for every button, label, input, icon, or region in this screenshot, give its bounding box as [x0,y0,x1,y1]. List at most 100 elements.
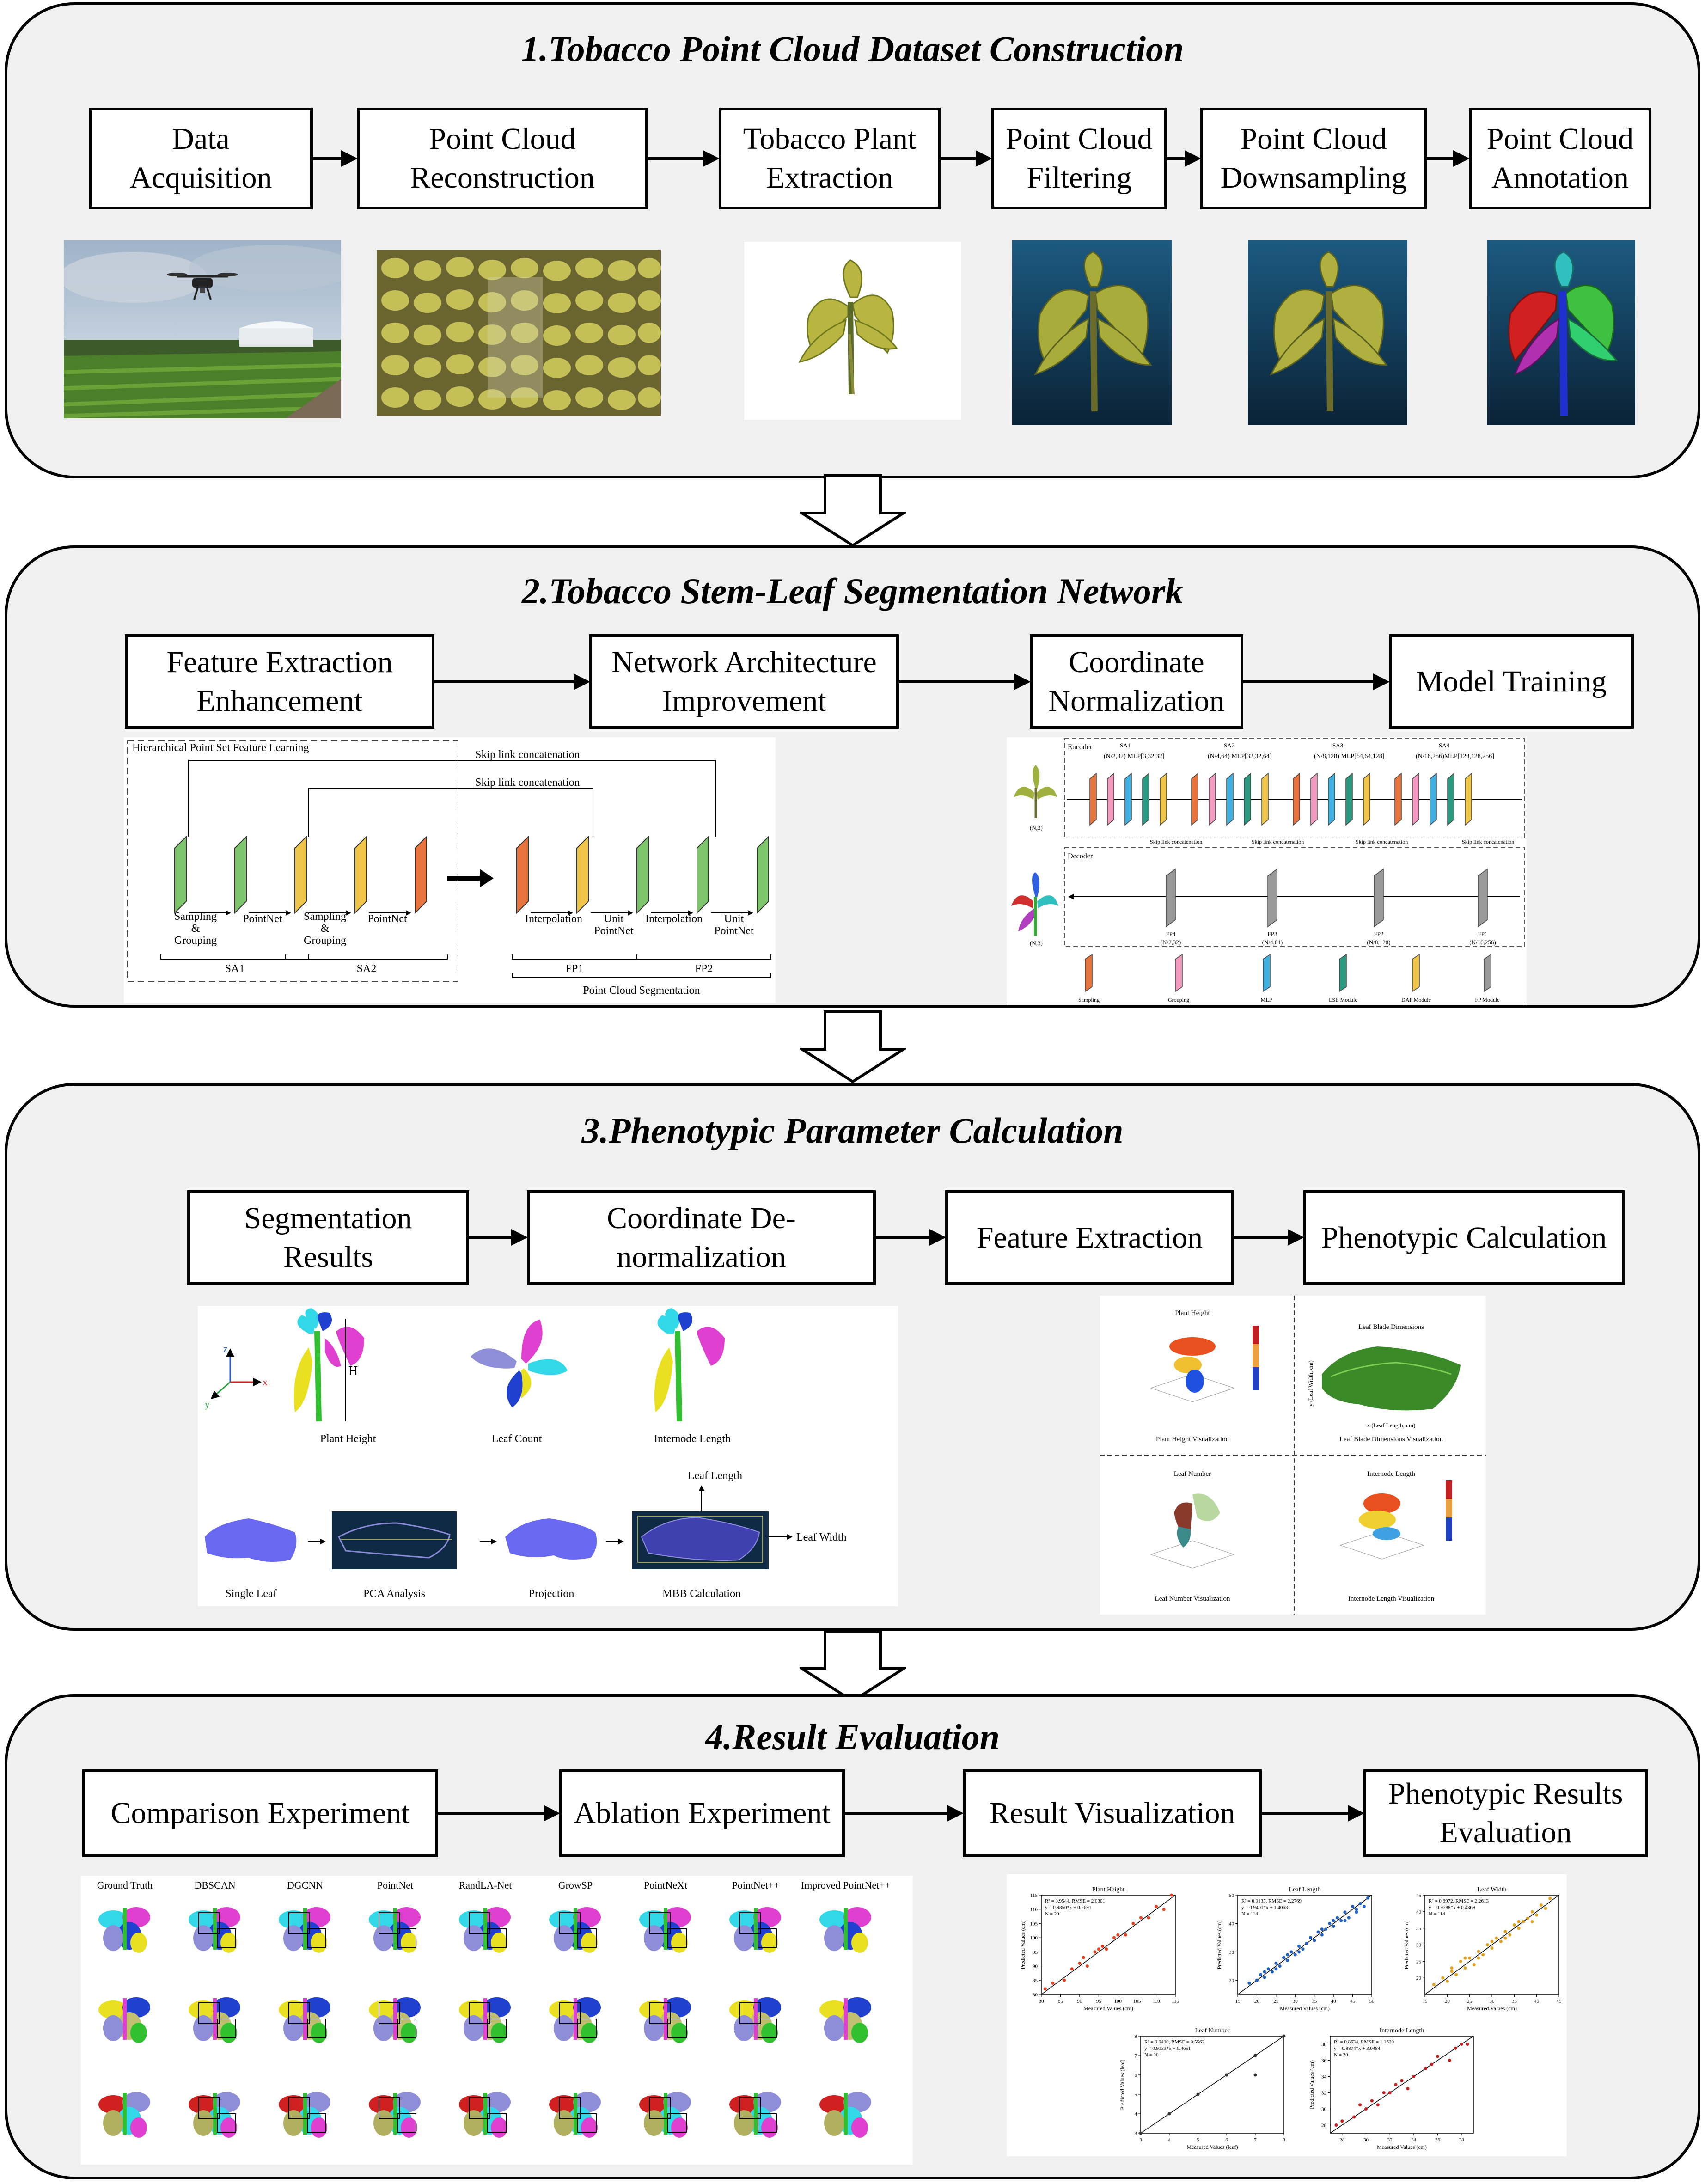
segmentation-result-cell [729,1997,781,2043]
chart-title: Internode Length [1380,2027,1424,2034]
data-point [1297,1945,1301,1948]
data-point [1112,1936,1116,1939]
segmentation-result-cell [369,2092,421,2138]
stage-4-flow-arrows [438,1805,1364,1822]
data-point [1466,2043,1469,2046]
chart-stat: N = 114 [1429,1911,1445,1917]
data-point [1293,1953,1297,1957]
method-label: DBSCAN [194,1879,235,1891]
data-point [1347,1916,1351,1920]
x-tick-label: 110 [1153,1999,1161,2004]
data-point [1477,1956,1480,1960]
svg-text:Interpolation: Interpolation [645,913,703,925]
data-point [1131,1921,1135,1925]
step-model-training: Model Training [1389,634,1634,729]
reconstructed-field-image [377,250,661,416]
data-point [1358,2103,1362,2107]
y-tick-label: 20 [1416,1976,1422,1981]
x-tick-label: 38 [1459,2137,1465,2143]
chart-stat: N = 20 [1045,1911,1059,1917]
data-point [1539,1903,1543,1907]
svg-text:FP1: FP1 [566,963,584,975]
svg-text:SA1: SA1 [225,963,245,975]
segmentation-result-cell [819,2092,871,2138]
step-point-cloud-filtering: Point Cloud Filtering [991,108,1167,209]
svg-text:Skip link concatenation: Skip link concatenation [1462,838,1514,845]
internode-length-figure [654,1308,725,1422]
x-tick-label: 95 [1096,1999,1102,2004]
data-point [1463,1956,1467,1960]
svg-text:FP2: FP2 [1374,930,1384,937]
x-tick-label: 45 [1557,1999,1562,2004]
segmentation-result-cell [639,1997,691,2043]
chart-stat: N = 114 [1241,1911,1258,1917]
fit-line [1237,1895,1372,1995]
y-tick-label: 40 [1229,1921,1234,1927]
data-point [1259,1973,1263,1976]
x-tick-label: 3 [1139,2137,1142,2143]
y-tick-label: 95 [1033,1950,1038,1955]
data-point [1225,2073,1228,2077]
data-point [1477,1950,1480,1953]
segmentation-result-cell [549,1907,601,1953]
data-point [1406,2087,1410,2091]
svg-text:SA4: SA4 [1439,742,1450,749]
svg-text:FP2: FP2 [695,963,713,975]
svg-text:SA2: SA2 [357,963,377,975]
stage-3-title: 3.Phenotypic Parameter Calculation [581,1110,1124,1150]
data-point [1282,2034,1286,2038]
data-point [1424,2067,1428,2070]
y-tick-label: 36 [1321,2058,1327,2064]
svg-text:Skip link concatenation: Skip link concatenation [1252,838,1304,845]
x-tick-label: 90 [1077,1999,1082,2004]
data-point [1286,1953,1289,1957]
y-tick-label: 20 [1229,1978,1234,1983]
op-sampling-grouping-2: Sampling&Grouping [304,911,346,947]
chart-stat: R² = 0.9544, RMSE = 2.0301 [1045,1898,1105,1904]
data-point [1263,1976,1266,1979]
y-tick-label: 28 [1321,2123,1327,2129]
svg-text:(N/16,256): (N/16,256) [1469,939,1496,946]
data-point [1308,1936,1312,1939]
svg-text:Leaf Number Visualization: Leaf Number Visualization [1155,1595,1230,1603]
svg-text:Skip link concatenation: Skip link concatenation [475,777,580,789]
svg-text:Skip link concatenation: Skip link concatenation [1356,838,1408,845]
svg-text:Internode Length: Internode Length [1367,1470,1415,1478]
svg-text:Leaf Number: Leaf Number [1174,1470,1211,1478]
plant-height-figure: H [294,1308,364,1422]
drone-field-photo [64,240,341,418]
segmentation-result-cell [189,1997,240,2043]
stage-transition-arrow-3 [800,1630,906,1703]
svg-text:(N,3): (N,3) [1030,940,1043,947]
svg-text:Leaf Blade Dimensions: Leaf Blade Dimensions [1358,1323,1424,1331]
data-point [1274,1961,1278,1965]
svg-text:(N/4,64): (N/4,64) [1262,939,1283,946]
data-point [1286,1958,1289,1962]
data-point [1490,1946,1494,1950]
data-point [1463,1966,1467,1970]
data-point [1328,1921,1332,1925]
y-tick-label: 32 [1321,2091,1326,2096]
phenotype-visualization-panel: Plant Height Plant Height Visualization … [1100,1296,1486,1615]
step-coordinate-normalization: Coordinate Normalization [1030,634,1243,729]
op-sampling-grouping-1: Sampling&Grouping [174,911,217,947]
data-point [1070,1967,1074,1971]
svg-text:Internode Length Visualization: Internode Length Visualization [1348,1595,1435,1603]
data-point [1335,1916,1339,1920]
y-tick-label: 6 [1135,2073,1137,2078]
x-tick-label: 50 [1369,1999,1375,2004]
stage-1-flow-arrows [313,150,1470,167]
data-point [1436,2055,1439,2058]
chart-stat: R² = 0.9490, RMSE = 0.5562 [1144,2039,1204,2045]
plant-height-3d-plot [1150,1326,1259,1402]
segmentation-result-cell [459,1997,511,2043]
x-tick-label: 35 [1312,1999,1317,2004]
svg-text:Leaf Width: Leaf Width [796,1531,847,1543]
data-point [1343,1919,1347,1922]
data-point [1430,2062,1434,2066]
y-tick-label: 50 [1229,1893,1234,1898]
step-coordinate-de-normalization: Coordinate De- normalization [527,1190,876,1285]
data-point [1082,1956,1085,1959]
data-point [1063,1978,1066,1982]
